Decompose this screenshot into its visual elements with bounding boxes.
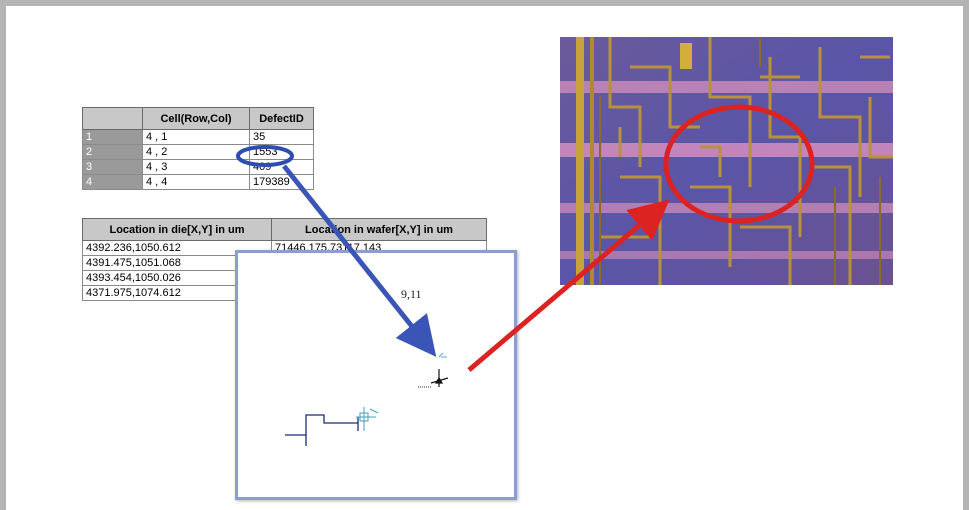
row-index: 4: [82, 174, 143, 190]
defectid-value: 35: [249, 129, 314, 145]
cell-value: 4 , 1: [142, 129, 250, 145]
table-row[interactable]: 1 4 , 1 35: [82, 129, 314, 145]
table-row[interactable]: 4 4 , 4 179389: [82, 174, 314, 190]
table-header-die-location: Location in die[X,Y] in um: [82, 218, 272, 241]
row-index: 2: [82, 144, 143, 160]
table-header-wafer-location: Location in wafer[X,Y] in um: [271, 218, 487, 241]
table-header-index: [82, 107, 143, 130]
crosshair-marker-icon: [430, 369, 449, 387]
table-header-row: Cell(Row,Col) DefectID: [82, 107, 314, 130]
row-index: 3: [82, 159, 143, 175]
table-row[interactable]: 2 4 , 2 1553: [82, 144, 314, 160]
table-header-cell: Cell(Row,Col): [142, 107, 250, 130]
layout-viewer-window[interactable]: 9,11: [235, 250, 517, 500]
defect-cell-table: Cell(Row,Col) DefectID 1 4 , 1 35 2 4 , …: [82, 107, 314, 190]
table-header-defectid: DefectID: [249, 107, 314, 130]
cell-value: 4 , 3: [142, 159, 250, 175]
figure-frame: Cell(Row,Col) DefectID 1 4 , 1 35 2 4 , …: [6, 6, 963, 510]
via-cluster: [356, 407, 379, 431]
cell-value: 4 , 4: [142, 174, 250, 190]
microscope-image: [560, 37, 893, 285]
circuit-photo: [560, 37, 893, 285]
table-header-row: Location in die[X,Y] in um Location in w…: [82, 218, 487, 241]
defectid-value: 1553: [249, 144, 314, 160]
table-row[interactable]: 3 4 , 3 409: [82, 159, 314, 175]
marker-annotation: [438, 352, 447, 358]
layout-drawing: [285, 352, 449, 446]
row-index: 1: [82, 129, 143, 145]
defectid-value: 179389: [249, 174, 314, 190]
defectid-value: 409: [249, 159, 314, 175]
wiring-trace: [285, 414, 359, 446]
cell-value: 4 , 2: [142, 144, 250, 160]
